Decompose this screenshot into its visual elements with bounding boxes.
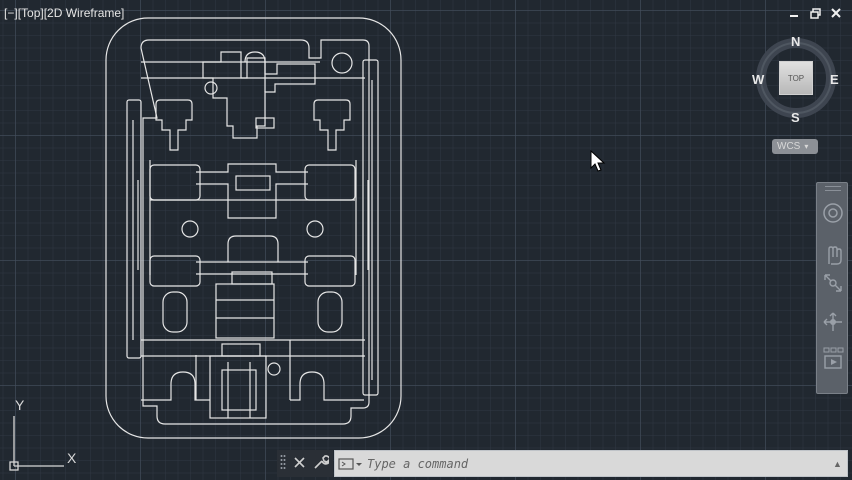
part-outer-boundary <box>105 17 402 439</box>
wrench-icon[interactable] <box>313 454 331 473</box>
minimize-icon[interactable] <box>788 6 800 20</box>
view-control[interactable]: [Top] <box>17 6 44 20</box>
viewport-menu-control[interactable]: [−] <box>4 6 18 20</box>
command-prompt-icon <box>338 457 362 470</box>
compass-east[interactable]: E <box>830 72 839 87</box>
compass-south[interactable]: S <box>791 110 800 125</box>
window-controls <box>788 6 842 20</box>
compass-ring[interactable] <box>752 34 842 126</box>
drag-handle-icon[interactable] <box>280 454 286 473</box>
viewcube[interactable]: N S E W TOP <box>752 34 842 126</box>
part-body-outline <box>140 39 370 425</box>
chevron-up-icon[interactable]: ▲ <box>833 458 842 469</box>
steering-wheel-icon[interactable] <box>821 201 845 225</box>
close-icon[interactable] <box>830 6 842 20</box>
viewcube-top-face[interactable]: TOP <box>779 61 813 95</box>
visual-style-control[interactable]: [2D Wireframe] <box>43 6 125 20</box>
wcs-label: WCS <box>777 141 801 152</box>
compass-north[interactable]: N <box>791 34 801 49</box>
chevron-down-icon: ▾ <box>804 142 809 151</box>
zoom-extents-icon[interactable] <box>821 271 845 295</box>
navigation-bar <box>816 182 848 394</box>
ucs-icon: Y X <box>6 396 86 474</box>
orbit-icon[interactable] <box>821 310 845 334</box>
viewport-controls: [−][Top][2D Wireframe] <box>4 6 124 20</box>
restore-icon[interactable] <box>809 6 821 20</box>
showmotion-icon[interactable] <box>821 347 845 371</box>
ucs-x-label: X <box>67 450 77 466</box>
navbar-grip[interactable] <box>825 186 841 191</box>
command-line-handle <box>277 450 333 477</box>
recent-commands-button[interactable] <box>335 451 365 476</box>
compass-west[interactable]: W <box>752 72 765 87</box>
mouse-cursor-icon <box>590 150 606 172</box>
wcs-menu[interactable]: WCS ▾ <box>772 139 818 154</box>
pan-icon[interactable] <box>821 243 845 267</box>
command-input[interactable] <box>365 455 833 472</box>
command-line: ▲ <box>334 450 848 477</box>
close-icon[interactable] <box>294 456 305 471</box>
ucs-y-label: Y <box>15 397 25 413</box>
